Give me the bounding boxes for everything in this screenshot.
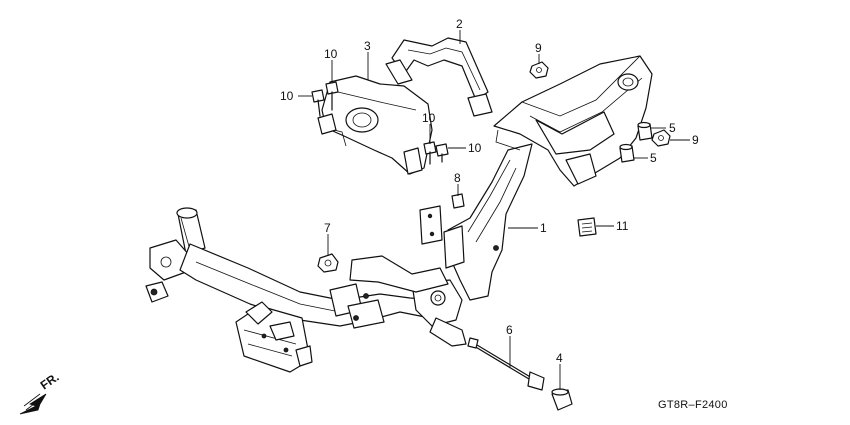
callout-10-top: 10 xyxy=(324,47,338,61)
part-7-nut xyxy=(317,253,339,273)
diagram-code: GT8R–F2400 xyxy=(658,399,728,411)
nut-9-top xyxy=(529,61,549,79)
callouts: 1 2 3 4 5 5 6 7 8 9 9 10 10 10 10 11 xyxy=(280,17,699,365)
callout-10-mid: 10 xyxy=(422,111,436,125)
bolt-10-c xyxy=(423,141,437,165)
bolts-10 xyxy=(311,81,449,165)
part-3-cover xyxy=(317,75,433,175)
bolt-10-d xyxy=(435,143,449,163)
callout-9-right: 9 xyxy=(692,133,699,147)
leader-lines xyxy=(298,30,690,390)
callout-2: 2 xyxy=(456,17,463,31)
grommet-5-lower xyxy=(619,143,635,163)
grommet-5-upper xyxy=(637,121,653,141)
callout-9-top: 9 xyxy=(535,41,542,55)
callout-4: 4 xyxy=(556,351,563,365)
lower-bracket-assembly xyxy=(235,301,313,373)
direction-indicator: FR. xyxy=(19,370,62,415)
rear-frame-tray xyxy=(493,55,653,187)
callout-5-lower: 5 xyxy=(650,151,657,165)
callout-7: 7 xyxy=(324,221,331,235)
direction-label: FR. xyxy=(38,370,62,393)
bolt-10-b xyxy=(311,89,325,117)
callout-3: 3 xyxy=(364,39,371,53)
callout-6: 6 xyxy=(506,323,513,337)
callout-10-left: 10 xyxy=(280,89,294,103)
part-11-pad xyxy=(577,217,597,237)
callout-8: 8 xyxy=(454,171,461,185)
callout-10-right: 10 xyxy=(468,141,482,155)
part-8-clip xyxy=(451,193,465,209)
part-4-stopper xyxy=(551,388,573,411)
callout-1: 1 xyxy=(540,221,547,235)
callout-11: 11 xyxy=(616,219,629,233)
arrow-down-left-icon xyxy=(19,393,47,415)
bolt-10-a xyxy=(325,81,339,111)
frame-body xyxy=(145,143,533,347)
nut-9-right xyxy=(651,129,671,147)
part-6-bolt xyxy=(467,337,545,391)
callout-5-upper: 5 xyxy=(669,121,676,135)
part-2-bracket xyxy=(385,37,493,117)
side-plate xyxy=(419,205,443,245)
